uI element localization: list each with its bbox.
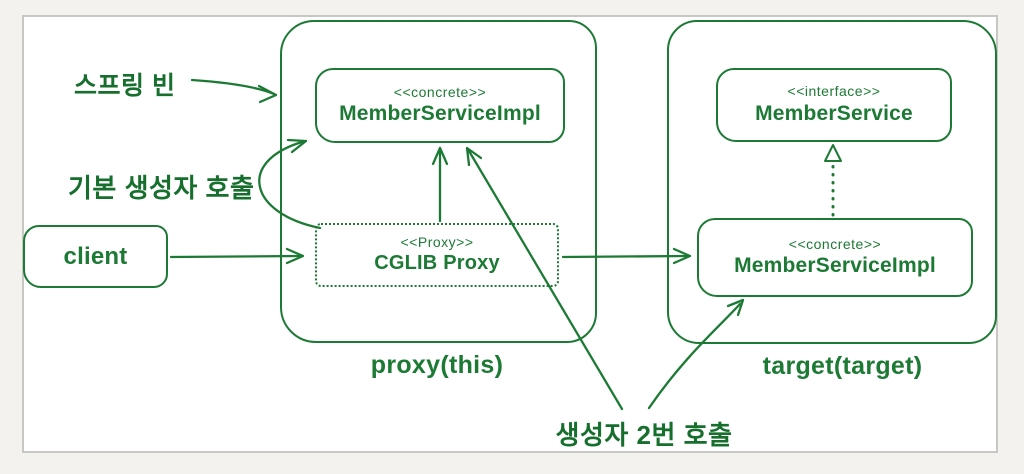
- target-interface-box: <<interface>> MemberService: [716, 68, 952, 142]
- target-container: [667, 20, 997, 344]
- stereotype-label: <<concrete>>: [393, 83, 487, 100]
- proxy-caption: proxy(this): [370, 351, 504, 379]
- client-label: client: [63, 242, 128, 270]
- constructor-twice-annotation: 생성자 2번 호출: [555, 420, 733, 450]
- cglib-proxy-box: <<Proxy>> CGLIB Proxy: [315, 223, 559, 287]
- stereotype-label: <<interface>>: [787, 83, 881, 100]
- default-constructor-annotation: 기본 생성자 호출: [68, 173, 255, 203]
- client-box: client: [23, 225, 168, 288]
- class-name-label: MemberServiceImpl: [734, 254, 936, 278]
- class-name-label: CGLIB Proxy: [374, 252, 500, 275]
- proxy-concrete-class-box: <<concrete>> MemberServiceImpl: [315, 68, 565, 143]
- class-name-label: MemberService: [755, 101, 913, 125]
- target-caption: target(target): [762, 352, 923, 380]
- stereotype-label: <<concrete>>: [788, 235, 882, 252]
- spring-bean-annotation: 스프링 빈: [74, 72, 176, 100]
- class-name-label: MemberServiceImpl: [339, 102, 541, 126]
- stereotype-label: <<Proxy>>: [400, 233, 474, 250]
- target-concrete-class-box: <<concrete>> MemberServiceImpl: [697, 218, 973, 297]
